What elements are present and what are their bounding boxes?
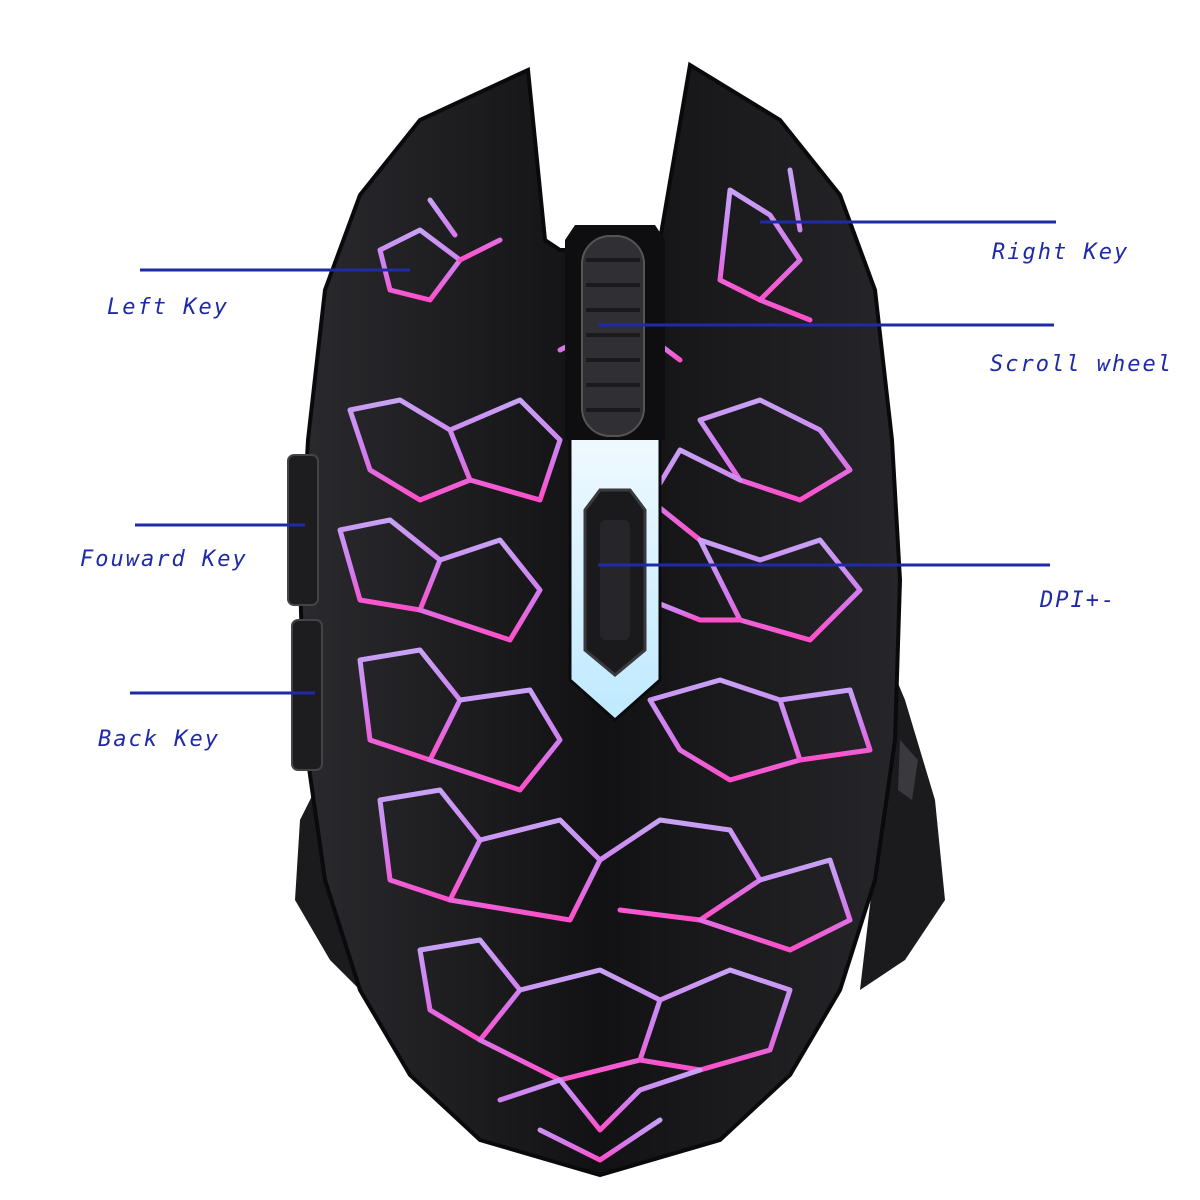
back-key-label: Back Key: [98, 727, 220, 752]
forward-button: [287, 454, 319, 606]
callout-lines: [130, 220, 1056, 695]
forward-key-label: Fouward Key: [80, 547, 248, 572]
scroll-wheel-ribs: [586, 258, 640, 412]
right-key-label: Right Key: [992, 240, 1130, 265]
back-button: [291, 619, 323, 771]
left-key-label: Left Key: [107, 295, 229, 320]
crack-glow-pattern: [337, 167, 873, 1163]
scroll-wheel-label: Scroll wheel: [990, 352, 1173, 377]
dpi-label: DPI+-: [1040, 588, 1117, 613]
